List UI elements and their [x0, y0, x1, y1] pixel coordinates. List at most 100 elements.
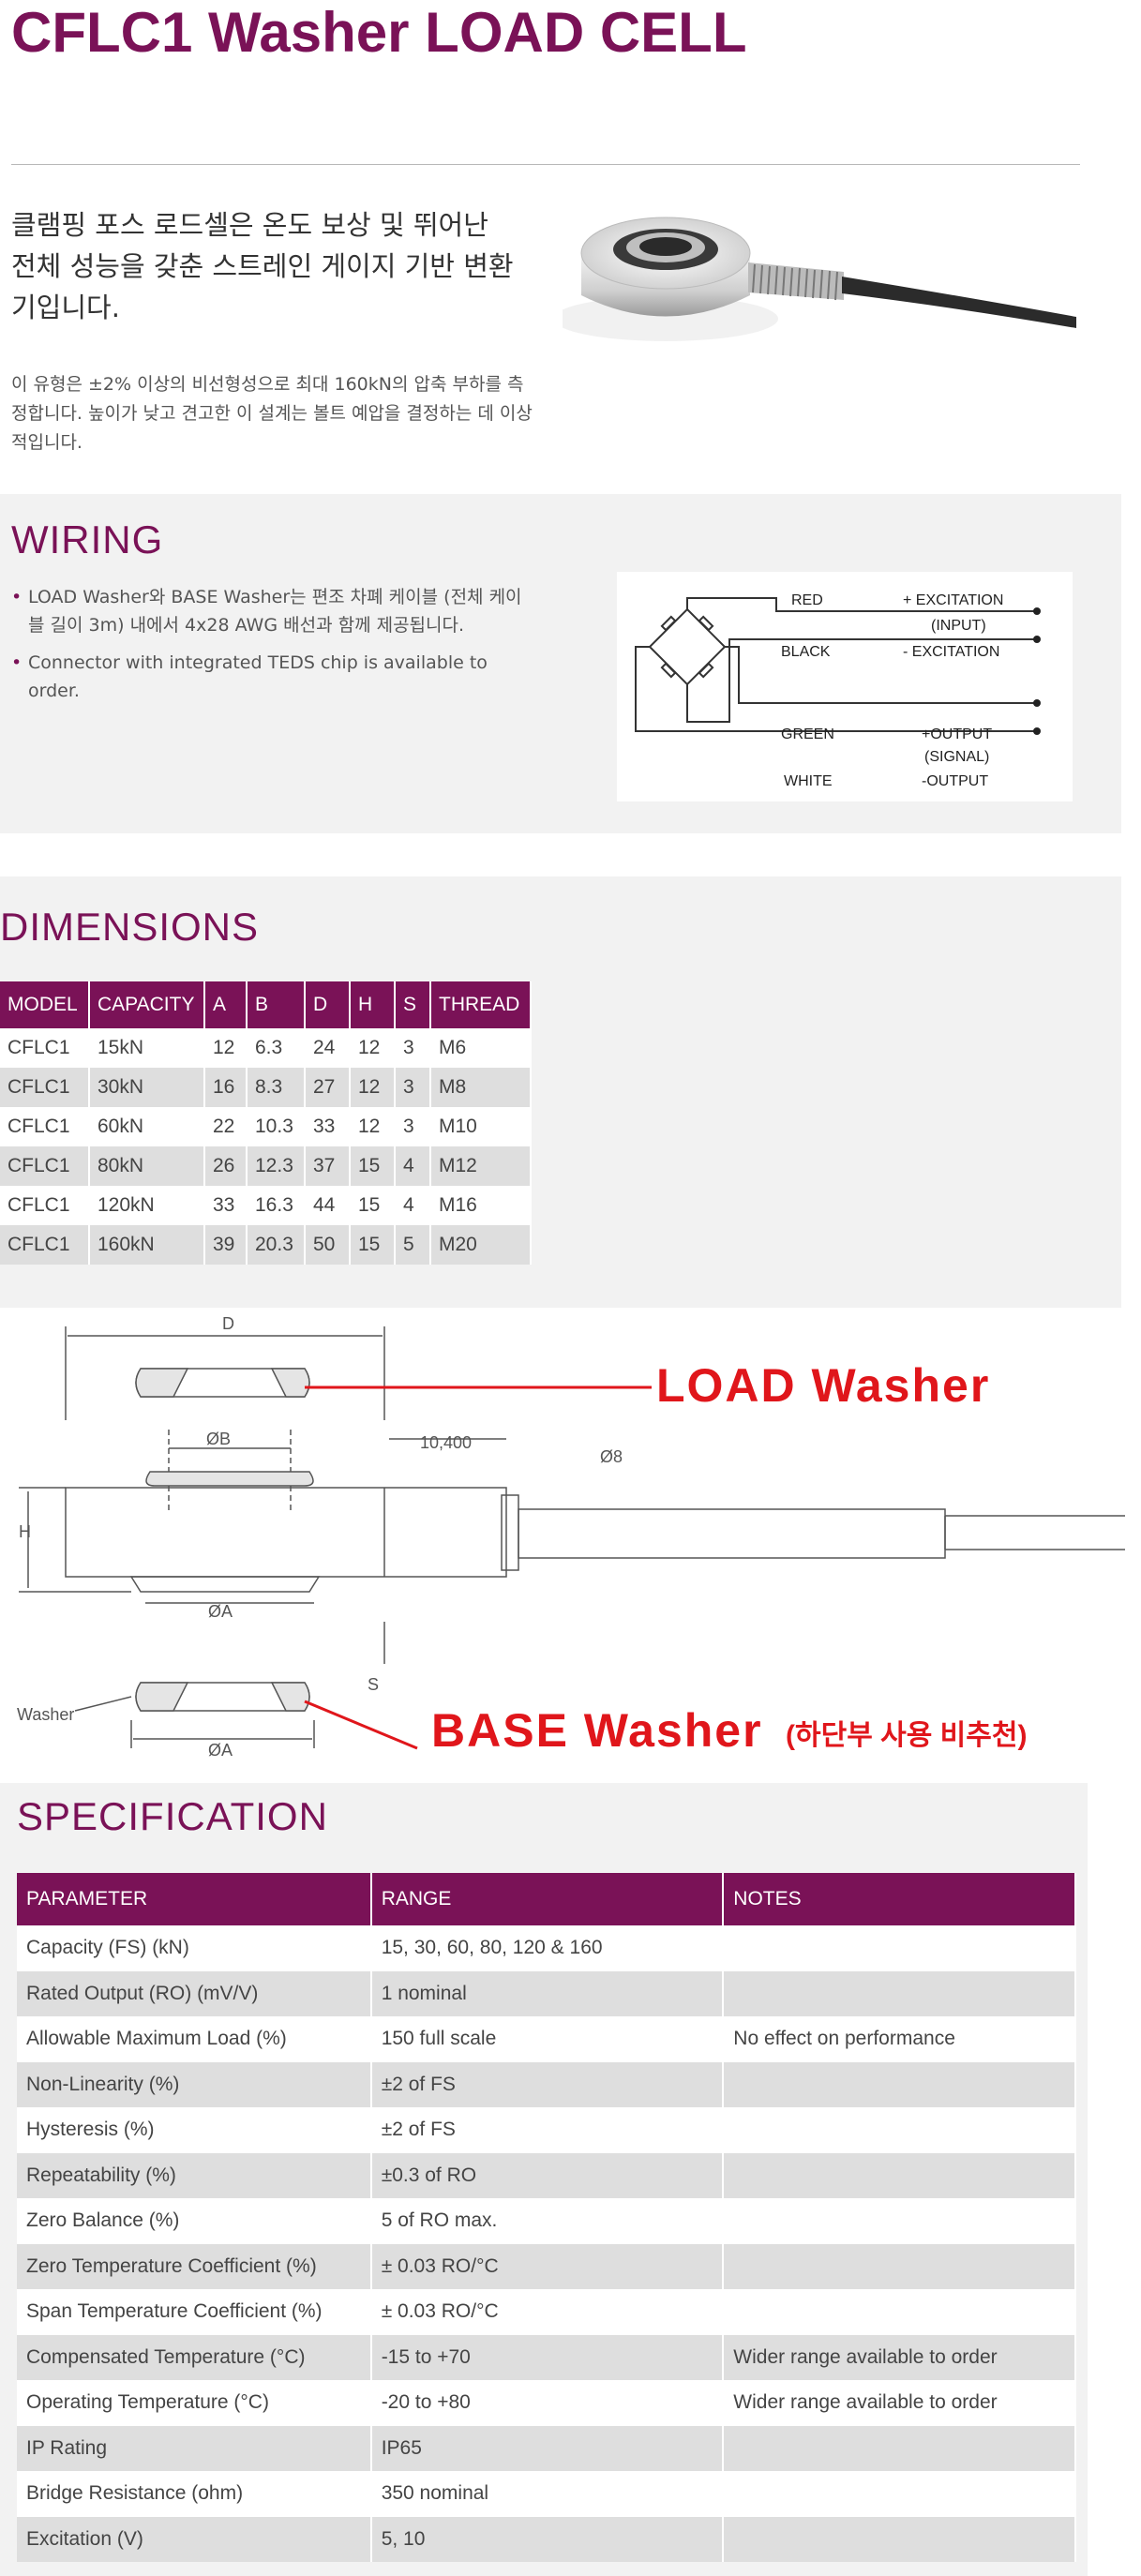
label-excitation-neg: - EXCITATION	[903, 644, 999, 660]
table-cell: 33	[305, 1107, 351, 1146]
table-cell: 39	[204, 1225, 248, 1265]
table-row: Hysteresis (%)±2 of FS	[17, 2107, 1076, 2153]
table-cell: 3	[395, 1068, 431, 1107]
table-cell: 12	[350, 1068, 396, 1107]
table-cell: -15 to +70	[370, 2334, 725, 2380]
table-row: Rated Output (RO) (mV/V)1 nominal	[17, 1970, 1076, 2016]
table-row: Repeatability (%)±0.3 of RO	[17, 2152, 1076, 2198]
table-cell: 27	[305, 1068, 351, 1107]
table-header-cell: D	[305, 981, 351, 1028]
wiring-item: LOAD Washer와 BASE Washer는 편조 차폐 케이블 (전체 …	[11, 583, 536, 639]
title-divider	[11, 164, 1080, 165]
table-cell	[723, 2061, 1076, 2107]
washer-label: Washer	[17, 1705, 74, 1724]
table-cell: Wider range available to order	[723, 2334, 1076, 2380]
table-cell: CFLC1	[0, 1186, 90, 1225]
wiring-section: WIRING LOAD Washer와 BASE Washer는 편조 차폐 케…	[0, 494, 1121, 833]
table-cell: Hysteresis (%)	[17, 2107, 372, 2153]
table-cell: 1 nominal	[370, 1970, 725, 2016]
table-cell: 33	[204, 1186, 248, 1225]
table-cell	[723, 2289, 1076, 2335]
table-header-row: PARAMETER RANGE NOTES	[17, 1873, 1076, 1925]
wiring-diagram: RED BLACK GREEN WHITE + EXCITATION (INPU…	[617, 572, 1073, 801]
table-cell: 6.3	[247, 1028, 306, 1068]
table-cell: M12	[430, 1146, 532, 1186]
wire-label-white: WHITE	[784, 773, 833, 789]
table-cell: Rated Output (RO) (mV/V)	[17, 1970, 372, 2016]
dim-label-diameter: Ø8	[600, 1447, 623, 1466]
table-cell: Bridge Resistance (ohm)	[17, 2471, 372, 2517]
table-cell: 4	[395, 1186, 431, 1225]
table-cell: IP Rating	[17, 2425, 372, 2471]
table-cell: 15, 30, 60, 80, 120 & 160	[370, 1925, 725, 1971]
table-header-cell: NOTES	[723, 1873, 1076, 1925]
table-cell: 5 of RO max.	[370, 2198, 725, 2244]
table-header-cell: PARAMETER	[17, 1873, 372, 1925]
table-cell: ± 0.03 RO/°C	[370, 2289, 725, 2335]
table-cell: 120kN	[89, 1186, 205, 1225]
dim-label-length: 10,400	[420, 1433, 472, 1452]
dimensions-title: DIMENSIONS	[0, 905, 260, 949]
table-cell: No effect on performance	[723, 2016, 1076, 2062]
table-cell: M6	[430, 1028, 532, 1068]
label-output-pos: +OUTPUT	[922, 726, 992, 742]
table-cell: M20	[430, 1225, 532, 1265]
dim-label-d: D	[222, 1314, 234, 1333]
table-cell: 10.3	[247, 1107, 306, 1146]
table-cell: 5	[395, 1225, 431, 1265]
table-row: Zero Balance (%)5 of RO max.	[17, 2198, 1076, 2244]
table-cell: ± 0.03 RO/°C	[370, 2243, 725, 2289]
table-cell	[723, 1925, 1076, 1971]
table-cell: 80kN	[89, 1146, 205, 1186]
table-header-cell: B	[247, 981, 306, 1028]
table-cell: 16	[204, 1068, 248, 1107]
table-cell: Compensated Temperature (°C)	[17, 2334, 372, 2380]
dim-label-a-bottom: ØA	[208, 1741, 233, 1760]
table-cell: 12.3	[247, 1146, 306, 1186]
table-cell: 44	[305, 1186, 351, 1225]
table-cell: M16	[430, 1186, 532, 1225]
intro-body-text: 이 유형은 ±2% 이상의 비선형성으로 최대 160kN의 압축 부하를 측정…	[11, 374, 533, 453]
table-cell: 350 nominal	[370, 2471, 725, 2517]
table-header-cell: H	[350, 981, 396, 1028]
table-cell: ±2 of FS	[370, 2107, 725, 2153]
table-cell: 15kN	[89, 1028, 205, 1068]
table-row: Bridge Resistance (ohm)350 nominal	[17, 2471, 1076, 2517]
table-cell: 5, 10	[370, 2516, 725, 2562]
table-cell: 160kN	[89, 1225, 205, 1265]
table-cell: 15	[350, 1146, 396, 1186]
page-title: CFLC1 Washer LOAD CELL	[11, 1, 747, 64]
table-header-cell: CAPACITY	[89, 981, 205, 1028]
table-cell: Allowable Maximum Load (%)	[17, 2016, 372, 2062]
specification-section: SPECIFICATION PARAMETER RANGE NOTES Capa…	[0, 1783, 1088, 2576]
table-cell: M8	[430, 1068, 532, 1107]
table-cell: Span Temperature Coefficient (%)	[17, 2289, 372, 2335]
specification-table: PARAMETER RANGE NOTES Capacity (FS) (kN)…	[17, 1873, 1076, 2562]
table-cell: 15	[350, 1186, 396, 1225]
table-cell: 16.3	[247, 1186, 306, 1225]
table-cell: 150 full scale	[370, 2016, 725, 2062]
table-cell: CFLC1	[0, 1225, 90, 1265]
table-cell: ±0.3 of RO	[370, 2152, 725, 2198]
table-cell: ±2 of FS	[370, 2061, 725, 2107]
wire-label-red: RED	[791, 592, 823, 608]
label-excitation-pos: + EXCITATION	[903, 592, 1003, 608]
load-washer-label: LOAD Washer	[656, 1359, 990, 1412]
wire-label-black: BLACK	[781, 644, 831, 660]
table-cell: 24	[305, 1028, 351, 1068]
table-cell	[723, 2152, 1076, 2198]
table-cell: 12	[350, 1107, 396, 1146]
table-cell: 22	[204, 1107, 248, 1146]
table-cell: CFLC1	[0, 1146, 90, 1186]
table-cell: 3	[395, 1028, 431, 1068]
table-header-cell: MODEL	[0, 981, 90, 1028]
table-row: Span Temperature Coefficient (%)± 0.03 R…	[17, 2289, 1076, 2335]
table-cell: Repeatability (%)	[17, 2152, 372, 2198]
